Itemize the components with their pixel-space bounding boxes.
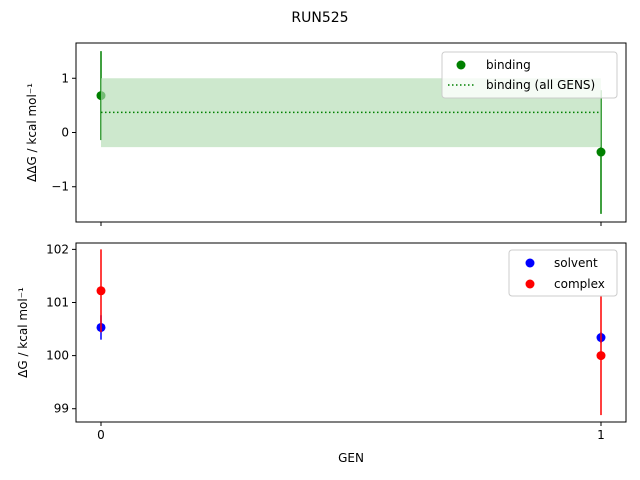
legend-solvent-marker [525, 258, 535, 268]
bottom-y-axis-label: ΔG / kcal mol⁻¹ [16, 287, 30, 378]
bottom-panel-frame [75, 242, 627, 423]
y-tick-label: 100 [46, 349, 69, 363]
legend-binding-label: binding [486, 58, 531, 72]
y-tick-label: 99 [54, 402, 69, 416]
binding-point [596, 147, 606, 157]
y-tick-label: 102 [46, 242, 69, 256]
top-ticks: −1 0 1 [51, 71, 602, 226]
legend-complex-marker [525, 279, 535, 289]
y-tick-label: 1 [61, 71, 69, 85]
top-panel: −1 0 1 ΔΔG / kcal mol⁻¹ binding binding (a… [25, 42, 627, 226]
complex-point [96, 286, 106, 296]
y-tick-label: 0 [61, 126, 69, 140]
x-tick-label: 0 [97, 428, 105, 442]
legend-solvent-label: solvent [554, 256, 598, 270]
legend-binding-marker [456, 60, 466, 70]
legend-complex-label: complex [554, 277, 605, 291]
y-tick-label: 101 [46, 295, 69, 309]
top-y-axis-label: ΔΔG / kcal mol⁻¹ [25, 83, 39, 182]
bottom-panel: 0 1 99 100 101 102 ΔG / kcal mol⁻¹ GEN solven… [16, 242, 627, 465]
top-legend: binding binding (all GENS) [441, 51, 618, 99]
bottom-plot-layer [96, 249, 606, 416]
figure-title: RUN525 [291, 10, 348, 26]
x-tick-label: 1 [597, 428, 605, 442]
x-axis-label: GEN [338, 451, 364, 465]
complex-point [596, 351, 606, 361]
legend-binding-all-gens-label: binding (all GENS) [486, 78, 595, 92]
y-tick-label: −1 [51, 180, 69, 194]
bottom-legend: solvent complex [508, 249, 618, 297]
bottom-legend-box [508, 249, 618, 297]
bottom-ticks: 0 1 99 100 101 102 [46, 242, 605, 442]
top-legend-box [441, 51, 618, 99]
